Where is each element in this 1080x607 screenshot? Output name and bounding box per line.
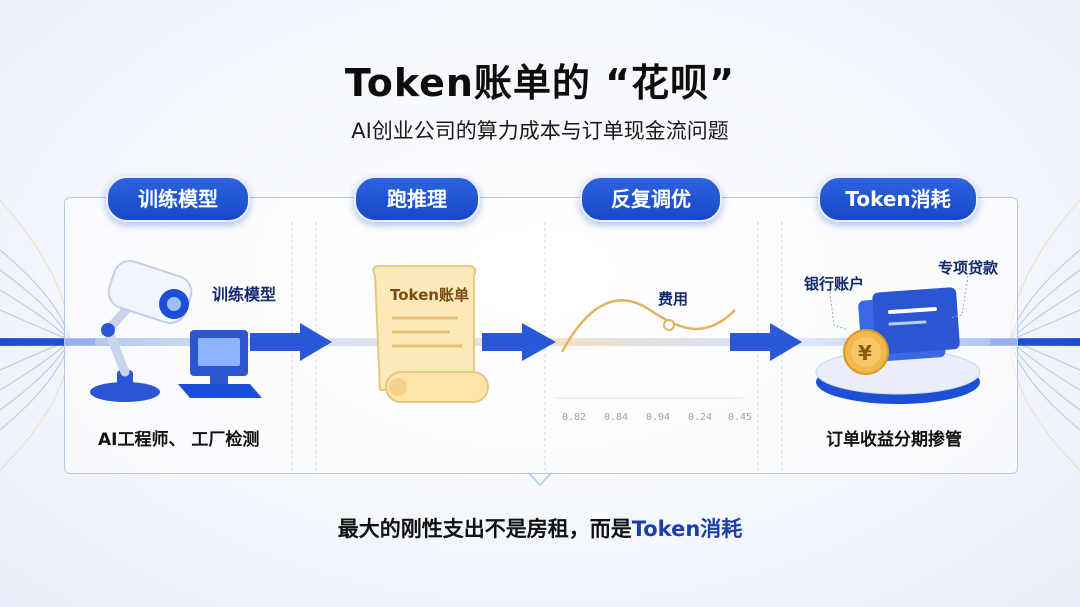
bank-account-callout: 银行账户 (804, 275, 865, 293)
payment-platform-icon (815, 287, 981, 404)
page-subtitle: AI创业公司的算力成本与订单现金流问题 (351, 119, 729, 143)
stage-pill-1: 训练模型 (106, 176, 250, 222)
arrow-2 (482, 323, 556, 361)
arrow-3 (730, 323, 802, 361)
panel-notch (527, 471, 553, 487)
stage1-caption: AI工程师、 工厂检测 (98, 430, 260, 450)
yuan-coin-symbol: ¥ (858, 341, 872, 365)
page-title: Token账单的 “花呗” (344, 61, 736, 105)
stage-pill-3: 反复调优 (580, 176, 722, 222)
tick-label: 0.82 (562, 412, 587, 423)
tick-label: 0.84 (604, 412, 629, 423)
tick-label: 0.45 (728, 412, 753, 423)
receipt-title: Token账单 (390, 286, 469, 304)
tagline-highlight: Token消耗 (631, 517, 743, 541)
stage-dividers (291, 222, 783, 470)
tagline-main: 最大的刚性支出不是房租，而是 (337, 517, 632, 541)
tick-label: 0.24 (688, 412, 713, 423)
computer-icon (178, 330, 262, 398)
stage-pill-4: Token消耗 (818, 176, 978, 222)
training-callout: 训练模型 (212, 285, 277, 304)
stage-pill-2: 跑推理 (354, 176, 480, 222)
tagline: 最大的刚性支出不是房租，而是Token消耗 (0, 513, 1080, 543)
special-loan-callout: 专项贷款 (938, 259, 999, 277)
arrow-1 (250, 323, 332, 361)
camera-icon (90, 259, 193, 402)
receipt-icon (372, 265, 489, 403)
stage4-caption: 订单收益分期掺管 (826, 430, 962, 450)
cost-curve (555, 299, 745, 399)
tick-label: 0.94 (646, 412, 671, 423)
curve-label: 费用 (658, 290, 689, 308)
callout-connectors (829, 275, 969, 331)
